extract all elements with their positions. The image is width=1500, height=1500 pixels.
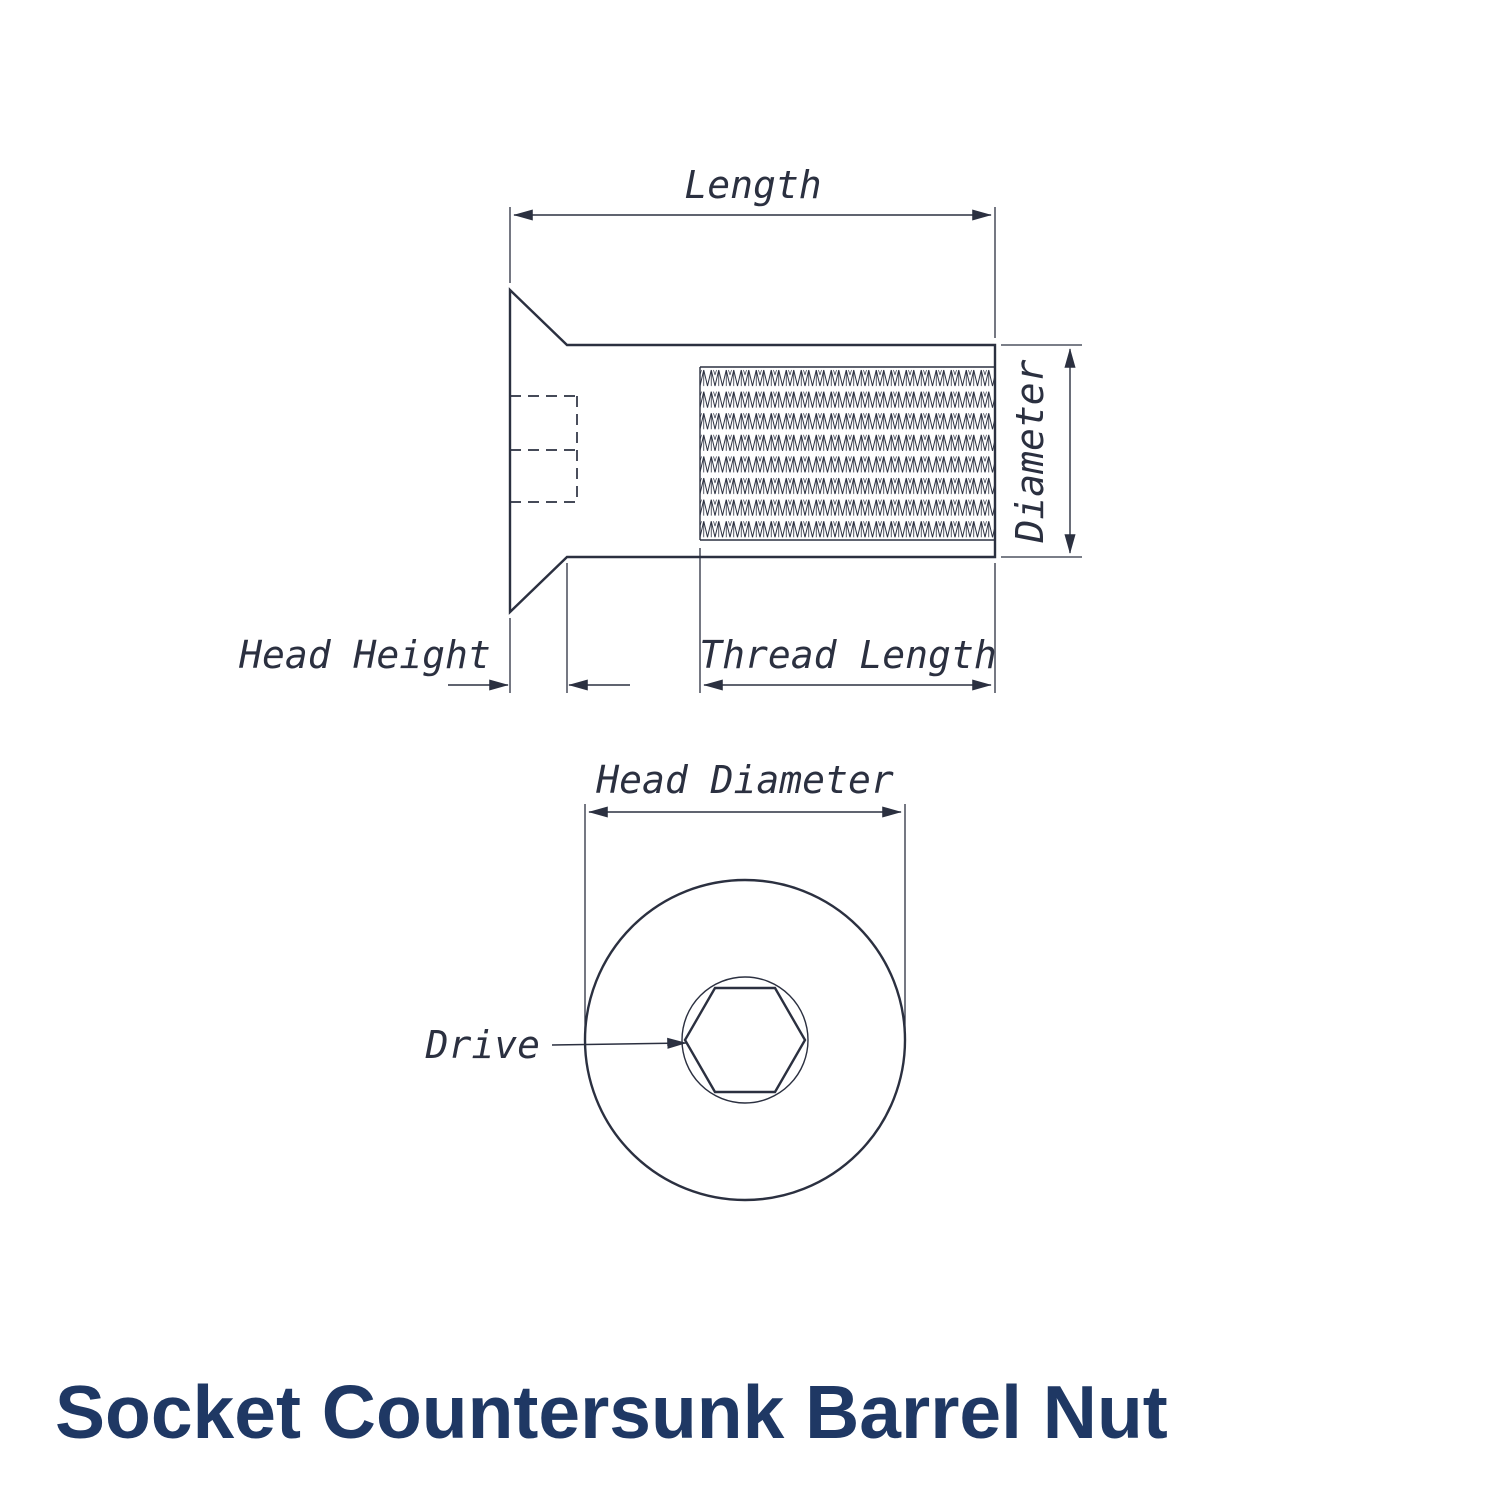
thread-texture bbox=[699, 366, 995, 541]
side-view: Length Diameter Head Height bbox=[238, 163, 1082, 693]
drawing-title: Socket Countersunk Barrel Nut bbox=[55, 1370, 1168, 1454]
callout-drive: Drive bbox=[425, 1023, 687, 1067]
dim-head-diameter-label: Head Diameter bbox=[595, 758, 894, 802]
head-outer-circle bbox=[583, 878, 907, 1202]
dim-thread-length-label: Thread Length bbox=[699, 633, 996, 677]
dim-length-label: Length bbox=[684, 163, 821, 207]
socket-chamfer-circle bbox=[681, 976, 809, 1104]
dim-head-height-label: Head Height bbox=[238, 633, 491, 677]
dim-thread-length: Thread Length bbox=[699, 548, 997, 693]
hex-socket bbox=[683, 986, 807, 1094]
drive-leader-line bbox=[551, 1037, 687, 1049]
end-view: Head Diameter Drive bbox=[425, 758, 907, 1202]
dim-diameter-label: Diameter bbox=[1008, 359, 1052, 543]
dim-length: Length bbox=[509, 163, 996, 338]
thread-hatch-area bbox=[700, 367, 995, 540]
dim-head-height: Head Height bbox=[238, 563, 630, 693]
dim-head-diameter: Head Diameter bbox=[584, 758, 906, 1030]
dim-diameter: Diameter bbox=[1001, 344, 1082, 558]
hidden-socket-lines bbox=[510, 395, 578, 503]
drive-label: Drive bbox=[425, 1023, 540, 1067]
part-outline bbox=[508, 287, 997, 615]
